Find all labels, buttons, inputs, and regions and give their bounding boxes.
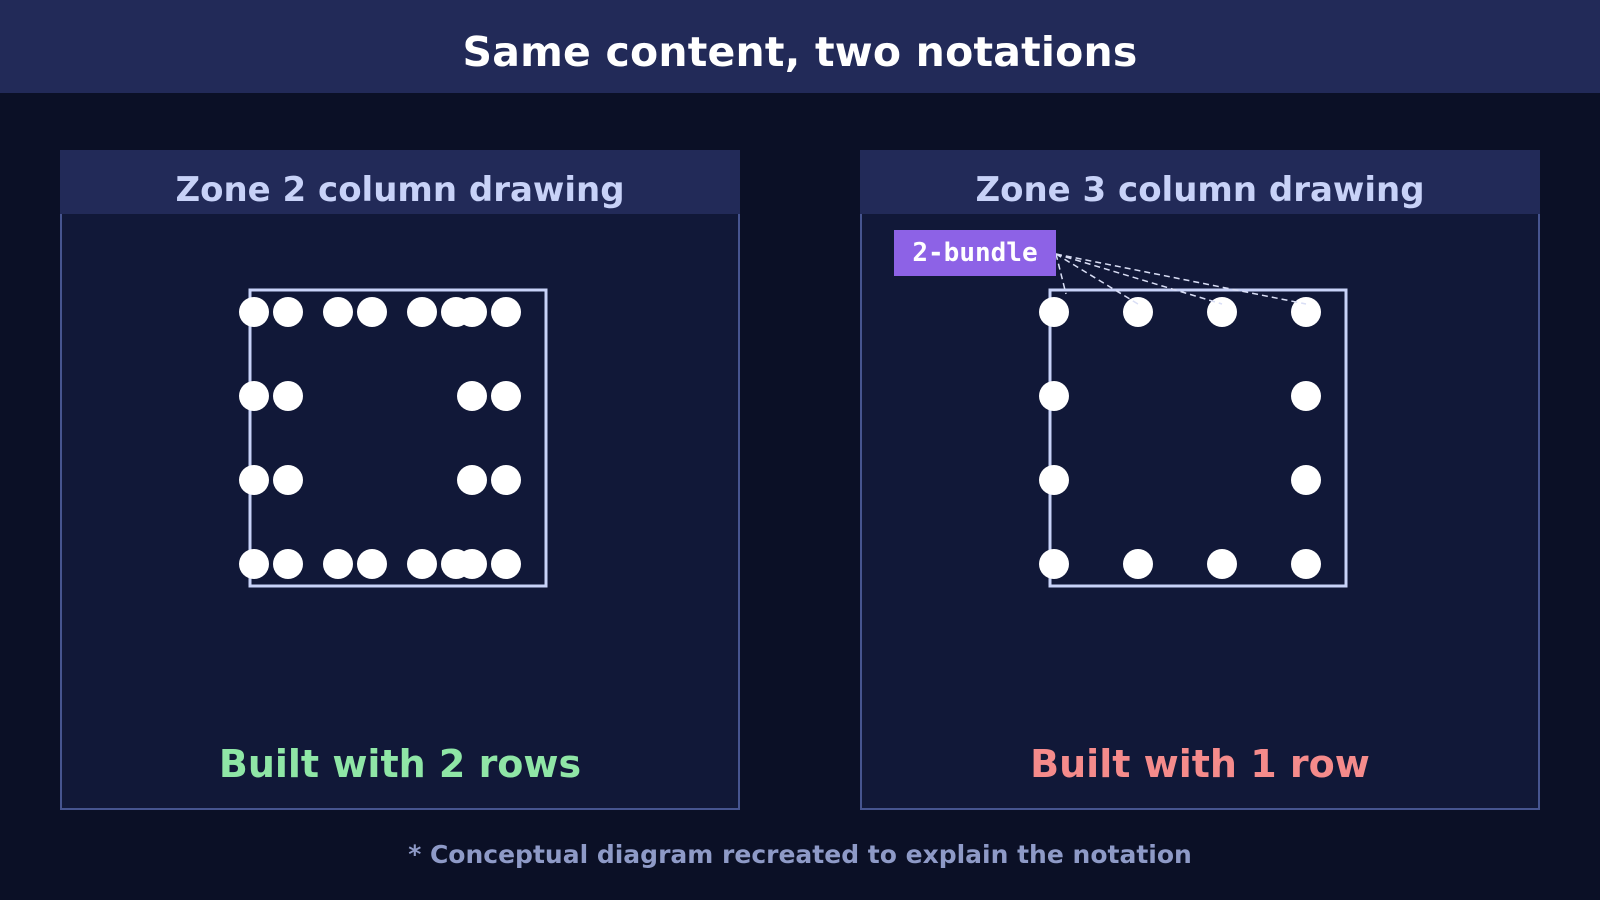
rebar-dot [491, 297, 521, 327]
rebar-dot [1039, 465, 1069, 495]
rebar-dot [457, 465, 487, 495]
panel-header-zone3: Zone 3 column drawing [860, 150, 1540, 214]
rebar-dot [457, 297, 487, 327]
rebar-dot [457, 549, 487, 579]
rebar-dot [273, 549, 303, 579]
leader-line [1055, 253, 1139, 305]
rebar-dot [491, 381, 521, 411]
rebar-dot [1207, 549, 1237, 579]
panel-zone3: 2-bundle Zone 3 column drawing Built wit… [860, 150, 1540, 810]
rebar-dot [457, 381, 487, 411]
rebar-dot [1123, 549, 1153, 579]
panel-title-zone2: Zone 2 column drawing [175, 170, 625, 210]
leader-line [1055, 253, 1223, 305]
rebar-dot [239, 297, 269, 327]
rebar-dot [1291, 297, 1321, 327]
rebar-dot [1039, 297, 1069, 327]
rebar-dot [1039, 381, 1069, 411]
rebar-dot [357, 549, 387, 579]
rebar-dot [323, 297, 353, 327]
page-title: Same content, two notations [462, 27, 1138, 76]
rebar-dot [273, 465, 303, 495]
bundle-tag-label: 2-bundle [912, 238, 1037, 268]
bundle-tag [894, 230, 1056, 276]
panel-title-zone3: Zone 3 column drawing [975, 170, 1425, 210]
rebar-dot [1207, 297, 1237, 327]
rebar-dot [491, 549, 521, 579]
caption-zone3: Built with 1 row [1030, 742, 1370, 786]
panel-zone2: Zone 2 column drawing Built with 2 rows [60, 150, 740, 810]
rebar-dot [407, 297, 437, 327]
rebar-dot [1123, 297, 1153, 327]
column-outline [248, 288, 548, 588]
column-section-zone2 [239, 288, 548, 588]
rebar-dot [1291, 549, 1321, 579]
rebar-dot [1291, 381, 1321, 411]
rebar-dot [491, 465, 521, 495]
rebar-dot [239, 549, 269, 579]
leader-line [1055, 253, 1307, 305]
rebar-dot [239, 381, 269, 411]
panel-header-zone2: Zone 2 column drawing [60, 150, 740, 214]
column-section-zone3: 2-bundle [894, 230, 1348, 588]
rebar-dot [1291, 465, 1321, 495]
header-bar: Same content, two notations [0, 0, 1600, 93]
rebar-dot [407, 549, 437, 579]
column-outline [1048, 288, 1348, 588]
rebar-dot [273, 297, 303, 327]
rebar-dot [357, 297, 387, 327]
rebar-dot [273, 381, 303, 411]
rebar-dot [1039, 549, 1069, 579]
rebar-dot [239, 465, 269, 495]
footnote: * Conceptual diagram recreated to explai… [408, 840, 1192, 869]
rebar-dot [323, 549, 353, 579]
caption-zone2: Built with 2 rows [218, 742, 582, 786]
leader-line [1055, 253, 1067, 295]
